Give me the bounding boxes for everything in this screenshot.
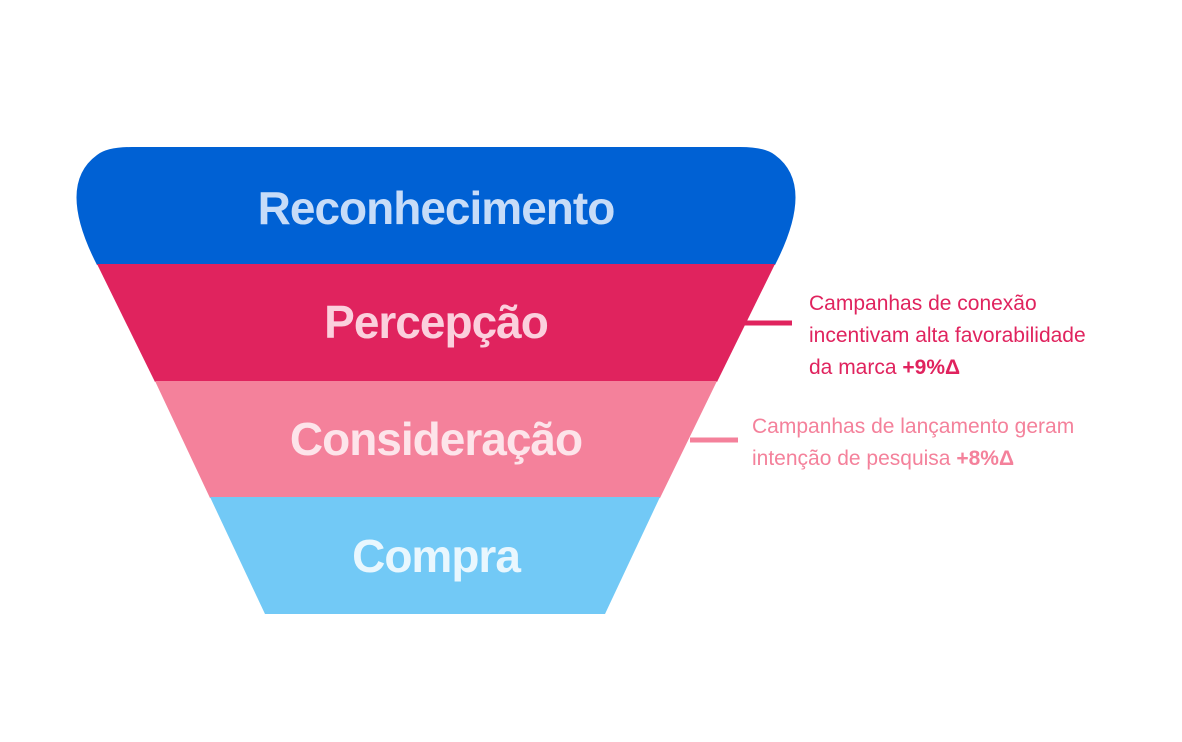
funnel-stage-percepcao (97, 264, 775, 382)
annotation-percepcao-delta: +9%Δ (902, 356, 961, 379)
annotation-consideracao-line1: Campanhas de lançamento geram (752, 415, 1075, 438)
funnel-stage-reconhecimento (76, 147, 796, 265)
annotation-consideracao-delta: +8%Δ (956, 447, 1015, 470)
annotation-percepcao: Campanhas de conexão incentivam alta fav… (809, 288, 1149, 384)
funnel-stage-compra (210, 497, 660, 614)
annotation-percepcao-line1: Campanhas de conexão (809, 292, 1037, 315)
stage-label-reconhecimento: Reconhecimento (258, 182, 615, 234)
stage-label-compra: Compra (352, 530, 521, 582)
annotation-percepcao-line3: da marca (809, 356, 903, 379)
stage-label-consideracao: Consideração (290, 413, 582, 465)
funnel-stage-consideracao (155, 381, 717, 498)
annotation-percepcao-line2: incentivam alta favorabilidade (809, 324, 1086, 347)
annotation-consideracao: Campanhas de lançamento geram intenção d… (752, 411, 1152, 475)
annotation-consideracao-line2: intenção de pesquisa (752, 447, 957, 470)
stage-label-percepcao: Percepção (324, 296, 548, 348)
